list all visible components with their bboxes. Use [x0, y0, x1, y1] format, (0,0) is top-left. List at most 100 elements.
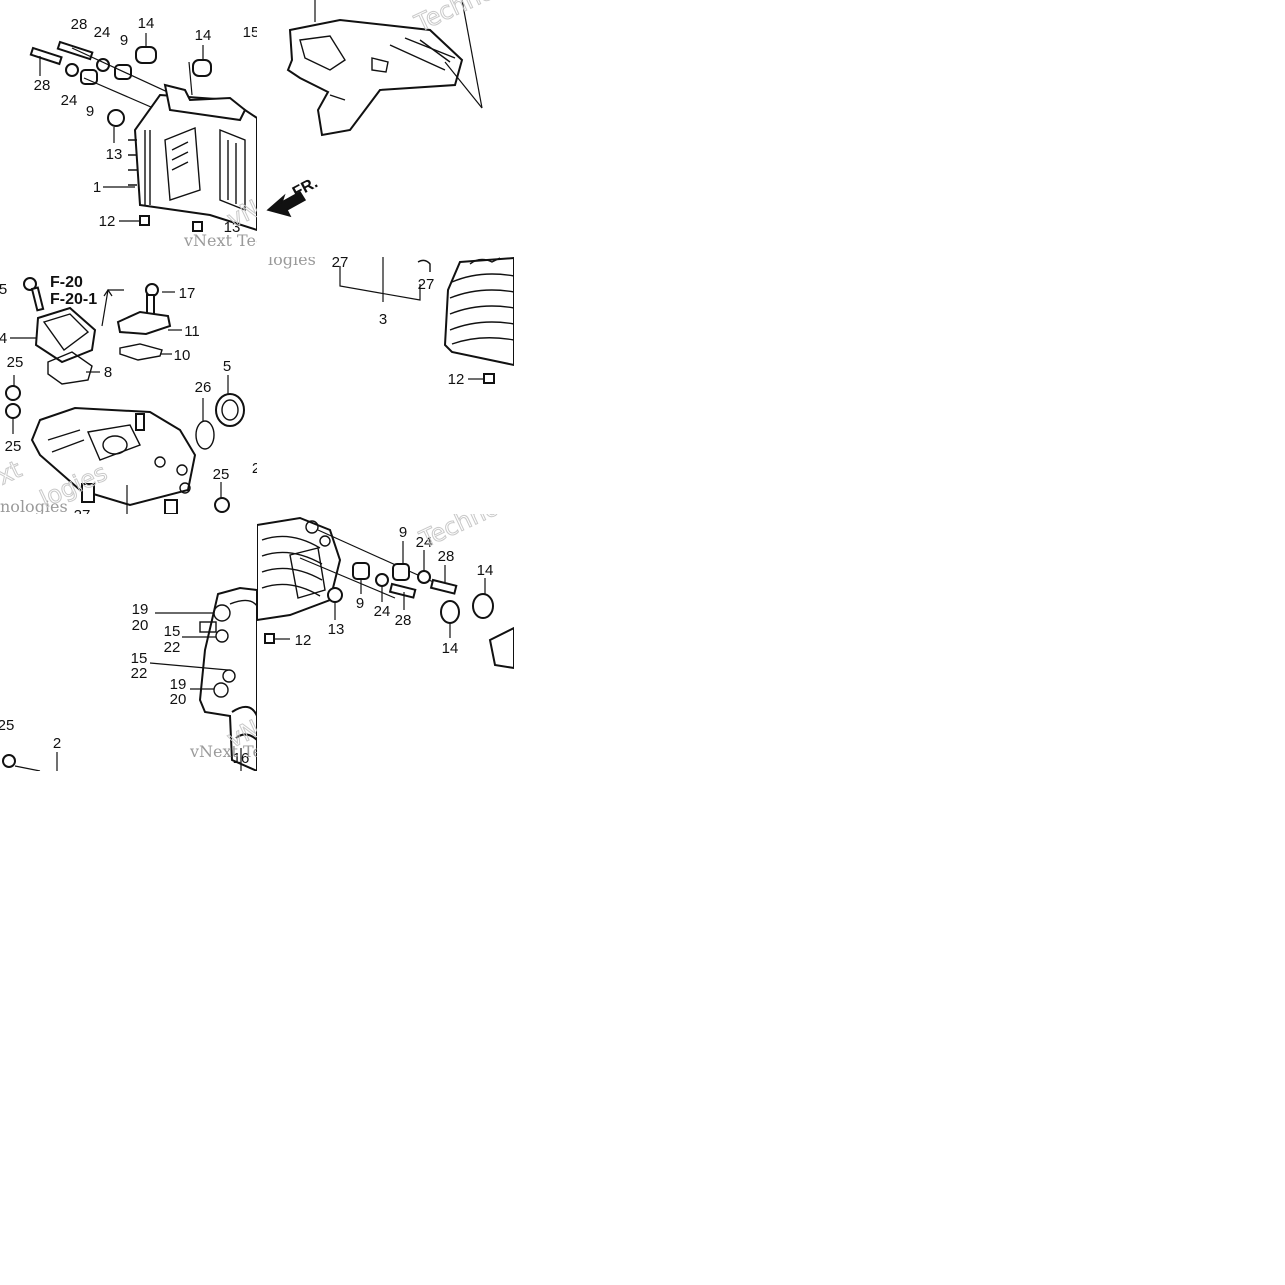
nut-part-icon: [483, 373, 495, 384]
callout-label: 9: [399, 524, 407, 541]
tile-cylinder: logies 27 27 3 12: [268, 250, 514, 388]
filter-part-icon: [488, 626, 514, 670]
callout-label: 14: [138, 15, 155, 32]
watermark-text: vNext Tec: [183, 231, 265, 250]
nut-part-icon: [264, 633, 275, 644]
tensioner-part-icon: [116, 310, 172, 336]
callout-label: 5: [223, 358, 231, 375]
callout-label: 28: [438, 548, 455, 565]
bolt-part-icon: [388, 578, 458, 599]
bolt-part-icon: [23, 277, 45, 312]
dowel-part-icon: [164, 499, 178, 514]
callout-label: 25: [213, 466, 230, 483]
washer-part-icon: [375, 573, 389, 587]
nut-part-icon: [139, 215, 150, 226]
callout-label: 12: [295, 632, 312, 649]
callout-label: 22: [131, 665, 148, 682]
callout-label: 19: [170, 676, 187, 693]
callout-label: 10: [174, 347, 191, 364]
callout-label: 24: [416, 534, 433, 551]
callout-label: 28: [71, 16, 88, 33]
callout-label: 14: [477, 562, 494, 579]
callout-label: 1: [93, 179, 101, 196]
callout-label: 12: [448, 371, 465, 388]
reference-label: F-20: [50, 274, 83, 291]
callout-label: 2: [252, 460, 260, 477]
callout-label: 9: [120, 32, 128, 49]
callout-label: 15: [164, 623, 181, 640]
callout-label: 25: [0, 717, 14, 734]
callout-label: 27: [74, 507, 91, 524]
callout-label: 20: [132, 617, 149, 634]
watermark-text: xt: [0, 455, 26, 490]
tile-cylinder-head: 6 5 F-20 F-20-1 17 11 4 10 8 5 25 26 25 …: [0, 241, 260, 524]
callout-label: 26: [195, 379, 212, 396]
callout-label: 16: [233, 750, 250, 767]
cap-part-icon: [215, 393, 245, 427]
grommet-part-icon: [392, 563, 410, 581]
grommet-part-icon: [80, 64, 132, 85]
callout-label: 19: [132, 601, 149, 618]
callout-label: 24: [374, 603, 391, 620]
watermark-text: vNext Tec: [189, 742, 271, 761]
bolt-part-icon: [5, 403, 21, 419]
shroud-part: [286, 18, 464, 137]
dowel-part-icon: [81, 483, 95, 503]
callout-label: 2: [53, 735, 61, 752]
callout-label: 28: [34, 77, 51, 94]
grommet-part-icon: [440, 600, 460, 624]
callout-label: 4: [0, 330, 7, 347]
front-direction-arrow-icon: FR.: [266, 174, 321, 218]
callout-label: 27: [332, 254, 349, 271]
callout-label: 22: [164, 639, 181, 656]
callout-label: 6: [53, 241, 61, 258]
reference-label: F-20-1: [50, 291, 97, 308]
washer-part-icon: [417, 570, 431, 584]
callout-label: 15: [131, 650, 148, 667]
tile-shroud: FR. Techno: [266, 0, 499, 218]
callout-label: 14: [442, 640, 459, 657]
tile-crankcase: 19 20 15 22 15 22 19 20 25 2 16 vNext Te…: [0, 586, 271, 771]
bolt-part-icon: [145, 283, 159, 316]
grommet-part-icon: [135, 46, 212, 77]
watermark-text: Techno: [410, 0, 499, 38]
callout-label: 28: [395, 612, 412, 629]
nut-part-icon: [327, 587, 343, 603]
callout-label: 13: [224, 219, 241, 236]
callout-label: 25: [5, 438, 22, 455]
callout-label: 15: [243, 24, 260, 41]
watermark-text: nologies: [0, 497, 68, 516]
watermark-text: Techno: [415, 493, 504, 554]
tile-cylinder-cover: 28 24 9 14 14 15 28 24 9 13 1 12 13 vNex…: [29, 15, 265, 250]
tile-rear-cylinder: 9 24 28 14 9 24 28 13 12 14 Techno: [257, 493, 514, 670]
nut-part-icon: [107, 109, 125, 127]
head-cover-part: [34, 306, 97, 364]
o-ring-part-icon: [195, 420, 215, 450]
cylinder-cover-part: [128, 83, 257, 232]
callout-label: 25: [7, 354, 24, 371]
callout-label: 12: [99, 213, 116, 230]
bolt-part-icon: [5, 385, 21, 401]
callout-label: 24: [94, 24, 111, 41]
callout-label: 20: [170, 691, 187, 708]
grommet-part-icon: [352, 562, 370, 580]
callout-label: 5: [0, 281, 7, 298]
callout-label: 13: [106, 146, 123, 163]
callout-label: 17: [179, 285, 196, 302]
bolt-part-icon: [2, 754, 16, 768]
callout-label: 13: [328, 621, 345, 638]
callout-label: 27: [418, 276, 435, 293]
nut-part-icon: [192, 221, 203, 232]
callout-label: 9: [356, 595, 364, 612]
washer-part-icon: [65, 63, 79, 77]
grommet-part-icon: [472, 593, 494, 619]
callout-label: 8: [104, 364, 112, 381]
crankcase-part: [198, 586, 257, 771]
watermark-text: logies: [268, 250, 316, 269]
cylinder-head-part: [30, 406, 197, 507]
callout-label: 14: [195, 27, 212, 44]
gasket-part-icon: [47, 351, 93, 385]
gasket-part-icon: [119, 343, 163, 361]
